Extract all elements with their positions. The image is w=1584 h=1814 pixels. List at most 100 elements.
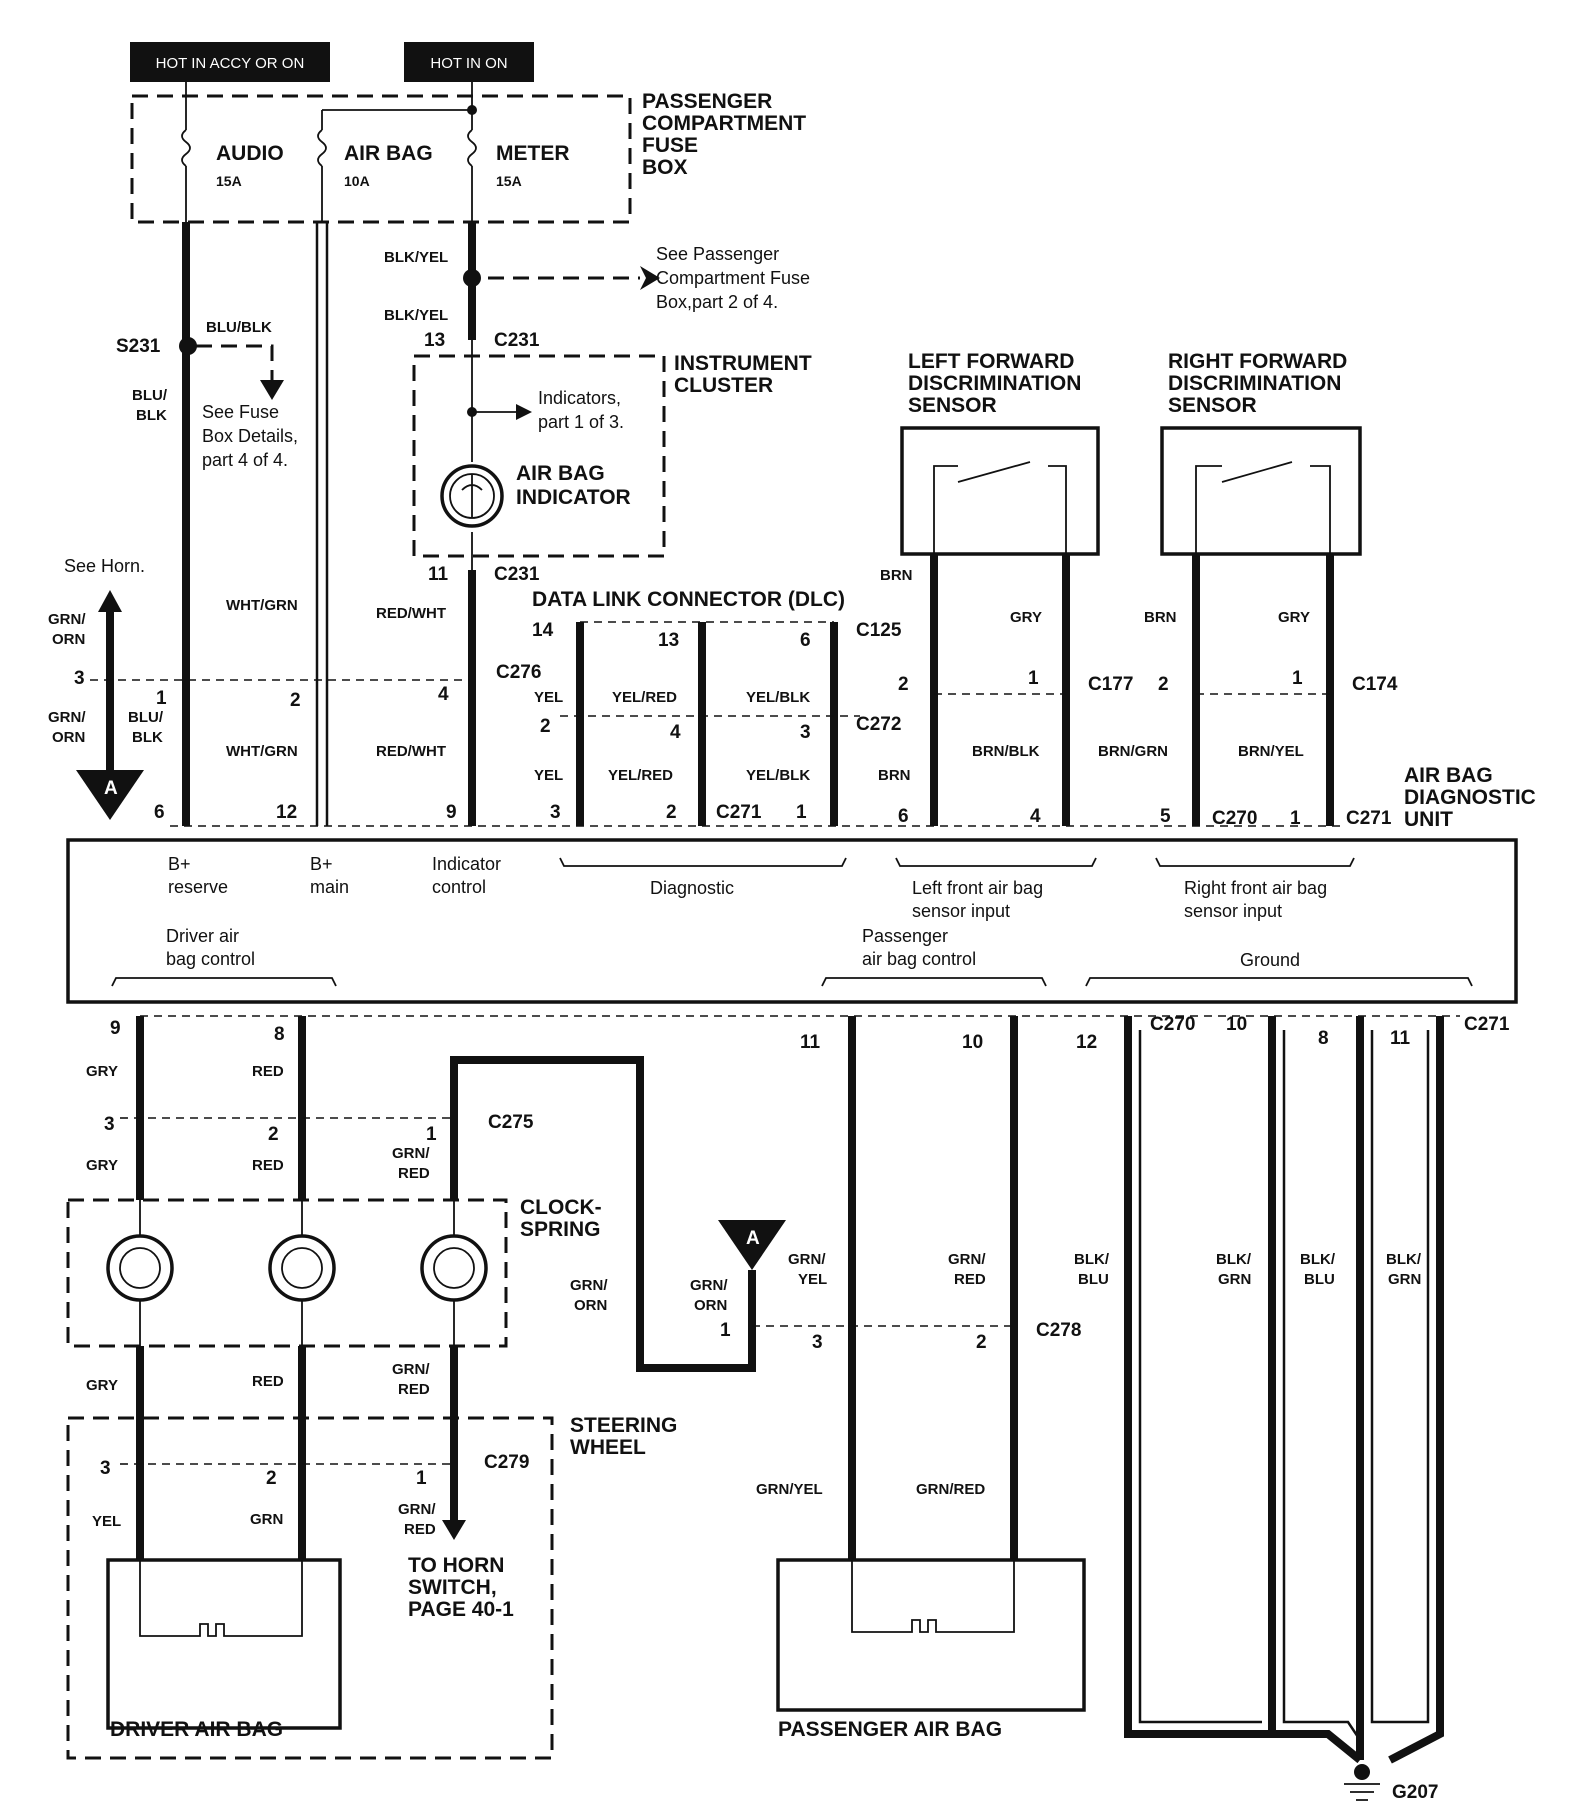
fuse-symbol-airbag (317, 129, 327, 167)
connector-c279: C279 (484, 1452, 529, 1473)
svg-text:Indicators,: Indicators, (538, 388, 621, 408)
wire-grn-red-to-a (450, 1056, 756, 1372)
func-b-reserve: B+ reserve (168, 854, 228, 897)
svg-text:UNIT: UNIT (1404, 808, 1453, 831)
label-red-1: RED (252, 1063, 284, 1080)
svg-text:GRN/: GRN/ (788, 1251, 826, 1268)
pin-c278-3: 3 (812, 1332, 823, 1353)
svg-text:B+: B+ (310, 854, 333, 874)
label-gry-4: GRY (86, 1157, 118, 1174)
svg-text:DISCRIMINATION: DISCRIMINATION (1168, 372, 1341, 395)
steering-wheel-title: STEERING WHEEL (570, 1414, 677, 1459)
svg-text:Right front air bag: Right front air bag (1184, 878, 1327, 898)
svg-text:AIR BAG: AIR BAG (1404, 764, 1493, 787)
label-blk-blu-2: BLK/ BLU (1300, 1251, 1336, 1288)
svg-text:ORN: ORN (574, 1297, 607, 1314)
func-ground: Ground (1240, 950, 1300, 970)
svg-text:BLU: BLU (1304, 1271, 1335, 1288)
arrow-to-horn-switch (442, 1520, 466, 1540)
svg-text:SPRING: SPRING (520, 1218, 601, 1241)
svg-text:LEFT FORWARD: LEFT FORWARD (908, 350, 1074, 373)
driver-squib-icon (139, 1560, 303, 1637)
svg-text:GRN: GRN (1388, 1271, 1421, 1288)
air-bag-indicator-icon (440, 464, 504, 528)
bracket-diagnostic (559, 857, 847, 867)
bracket-right-sensor (1155, 857, 1355, 867)
label-grn-yel-1: GRN/ YEL (788, 1251, 827, 1288)
connector-c270-bottom: C270 (1150, 1014, 1195, 1035)
svg-text:RED: RED (398, 1165, 430, 1182)
pin-c174-1: 1 (1292, 668, 1303, 689)
label-blk-grn-1: BLK/ GRN (1216, 1251, 1252, 1288)
pin-bottom-9: 9 (110, 1018, 121, 1039)
svg-text:Driver air: Driver air (166, 926, 239, 946)
func-passenger-control: Passenger air bag control (862, 926, 976, 969)
pin-c275-2: 2 (268, 1124, 279, 1145)
left-sensor-switch (933, 461, 1067, 554)
svg-text:reserve: reserve (168, 877, 228, 897)
fuse-symbol-audio (181, 129, 191, 167)
label-gry-5: GRY (86, 1377, 118, 1394)
svg-text:DIAGNOSTIC: DIAGNOSTIC (1404, 786, 1536, 809)
label-yel-1: YEL (534, 689, 563, 706)
svg-text:BOX: BOX (642, 156, 688, 179)
splice-dot-blk-yel (463, 269, 481, 287)
bracket-passenger-control (821, 977, 1047, 987)
connector-c275: C275 (488, 1112, 534, 1133)
label-grn-red-1: GRN/ RED (392, 1145, 430, 1182)
svg-text:TO HORN: TO HORN (408, 1554, 504, 1577)
func-driver-control: Driver air bag control (166, 926, 255, 969)
right-sensor-box (1160, 426, 1362, 556)
hot-label-accy: HOT IN ACCY OR ON (130, 42, 330, 82)
svg-text:air bag control: air bag control (862, 949, 976, 969)
label-red-2: RED (252, 1157, 284, 1174)
pin-c276-1: 1 (156, 688, 167, 709)
label-grn-orn-3: GRN/ ORN (570, 1277, 608, 1314)
svg-text:BLK/: BLK/ (1074, 1251, 1110, 1268)
label-gry-1: GRY (1010, 609, 1042, 626)
pin-unit-6a: 6 (154, 802, 165, 823)
svg-text:BLK: BLK (132, 729, 163, 746)
left-sensor-title: LEFT FORWARD DISCRIMINATION SENSOR (908, 350, 1081, 417)
label-grn-orn-2: GRN/ ORN (48, 709, 86, 746)
connector-c270-top: C270 (1212, 808, 1257, 829)
clockspring-outline (66, 1198, 508, 1348)
svg-text:METER: METER (496, 142, 570, 165)
driver-air-bag-box (106, 1558, 342, 1730)
wire-passenger-bundle (848, 1016, 1018, 1560)
svg-text:STEERING: STEERING (570, 1414, 677, 1437)
pin-c177-1: 1 (1028, 668, 1039, 689)
label-grn-red-5: GRN/RED (916, 1481, 985, 1498)
func-indicator-control: Indicator control (432, 854, 501, 897)
label-brn-2: BRN (1144, 609, 1177, 626)
label-grn: GRN (250, 1511, 283, 1528)
label-blk-grn-2: BLK/ GRN (1386, 1251, 1422, 1288)
dlc-title: DATA LINK CONNECTOR (DLC) (532, 588, 845, 611)
svg-text:CLUSTER: CLUSTER (674, 374, 773, 397)
svg-text:GRN/: GRN/ (570, 1277, 608, 1294)
label-yel-red-2: YEL/RED (608, 767, 673, 784)
pin-unit-1b: 1 (1290, 808, 1301, 829)
svg-text:GRN: GRN (1218, 1271, 1251, 1288)
svg-text:control: control (432, 877, 486, 897)
fuse-audio-label: AUDIO 15A (216, 142, 284, 189)
svg-text:FUSE: FUSE (642, 134, 698, 157)
connector-c272: C272 (856, 714, 901, 735)
pin-c279-3: 3 (100, 1458, 111, 1479)
svg-text:SENSOR: SENSOR (908, 394, 997, 417)
label-blk-yel-1: BLK/YEL (384, 249, 448, 266)
label-yel-blk-1: YEL/BLK (746, 689, 810, 706)
connector-c231-top: C231 (494, 330, 540, 351)
ground-icon (1344, 1764, 1380, 1801)
pin-bottom-12: 12 (1076, 1032, 1097, 1053)
pin-c231-13: 13 (424, 330, 445, 351)
svg-text:sensor input: sensor input (912, 901, 1010, 921)
label-brn-3: BRN (878, 767, 911, 784)
wire-to-fuse-details (196, 344, 274, 380)
fuse-box-title: PASSENGER COMPARTMENT FUSE BOX (642, 90, 806, 179)
connector-c276: C276 (496, 662, 541, 683)
fuse-airbag-label: AIR BAG 10A (344, 142, 433, 189)
label-red-wht-1: RED/WHT (376, 605, 446, 622)
left-sensor-box (900, 426, 1100, 556)
svg-text:RED: RED (404, 1521, 436, 1538)
